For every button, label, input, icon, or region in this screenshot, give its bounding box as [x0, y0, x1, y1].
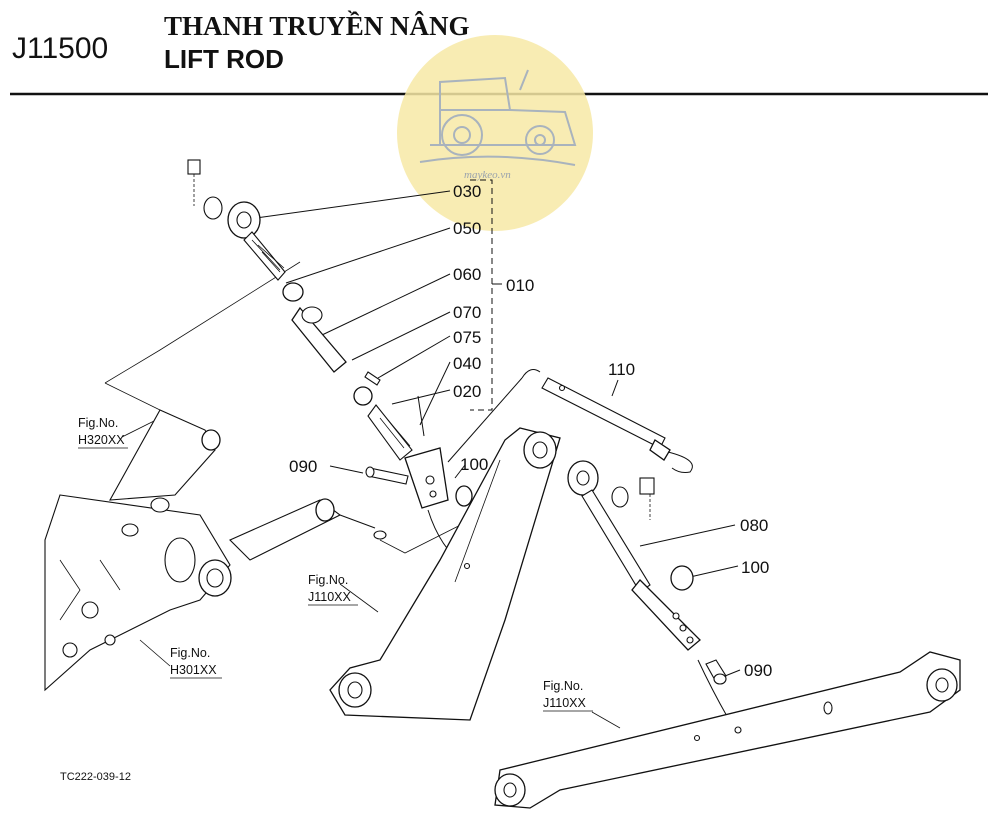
callout-030: 030: [453, 182, 481, 201]
washer-right: [611, 486, 629, 508]
svg-text:Fig.No.: Fig.No.: [170, 646, 210, 660]
callout-110: 110: [608, 360, 635, 379]
drawing-reference: TC222-039-12: [60, 771, 131, 783]
check-chain-110: [521, 369, 693, 473]
lift-arm-housing: [44, 409, 387, 692]
watermark-text: maykeo.vn: [464, 169, 511, 181]
washer: [203, 196, 223, 220]
lower-link-right: [494, 651, 961, 809]
figure-ref-h320: Fig.No. H320XX: [78, 416, 128, 449]
figure-ref-j110-left: Fig.No. J110XX: [308, 573, 358, 606]
svg-text:H301XX: H301XX: [170, 663, 217, 677]
title-english: LIFT ROD: [164, 44, 284, 74]
callout-080: 080: [740, 516, 768, 535]
snap-ring-100-left: [455, 485, 473, 507]
callout-090-left: 090: [289, 457, 317, 476]
watermark: maykeo.vn: [397, 35, 593, 231]
callout-050: 050: [453, 219, 481, 238]
callout-100-right: 100: [741, 558, 769, 577]
lower-rod-020: [367, 404, 413, 461]
leader-lines: [255, 179, 741, 679]
watermark-badge: [397, 35, 593, 231]
cotter-pin-040: [417, 395, 425, 437]
top-link-assembly: [187, 159, 523, 567]
callout-060: 060: [453, 265, 481, 284]
figure-ref-j110-right: Fig.No. J110XX: [543, 679, 593, 712]
threaded-rod-050: [243, 231, 286, 281]
tractor-icon: [419, 69, 577, 166]
lock-nut: [282, 282, 304, 302]
callout-040: 040: [453, 354, 481, 373]
grease-nipple-070: [364, 371, 381, 386]
svg-text:Fig.No.: Fig.No.: [543, 679, 583, 693]
svg-text:Fig.No.: Fig.No.: [308, 573, 348, 587]
callout-070: 070: [453, 303, 481, 322]
lift-rod-080: [567, 460, 729, 719]
title-vietnamese: THANH TRUYỀN NÂNG: [164, 10, 470, 41]
snap-ring-100-right: [670, 565, 694, 591]
svg-text:J110XX: J110XX: [543, 696, 587, 710]
svg-text:J110XX: J110XX: [308, 590, 352, 604]
callout-100-left: 100: [460, 455, 488, 474]
callout-075: 075: [453, 328, 481, 347]
callout-020: 020: [453, 382, 481, 401]
top-bolt: [187, 159, 201, 175]
callout-090-right: 090: [744, 661, 772, 680]
figure-ref-h301: Fig.No. H301XX: [170, 646, 222, 679]
section-code: J11500: [12, 32, 108, 65]
sleeve-060: [291, 306, 347, 373]
lower-link-left: [329, 427, 561, 721]
svg-text:H320XX: H320XX: [78, 433, 125, 447]
svg-text:Fig.No.: Fig.No.: [78, 416, 118, 430]
nut-075: [353, 386, 373, 406]
callout-010: 010: [506, 276, 534, 295]
